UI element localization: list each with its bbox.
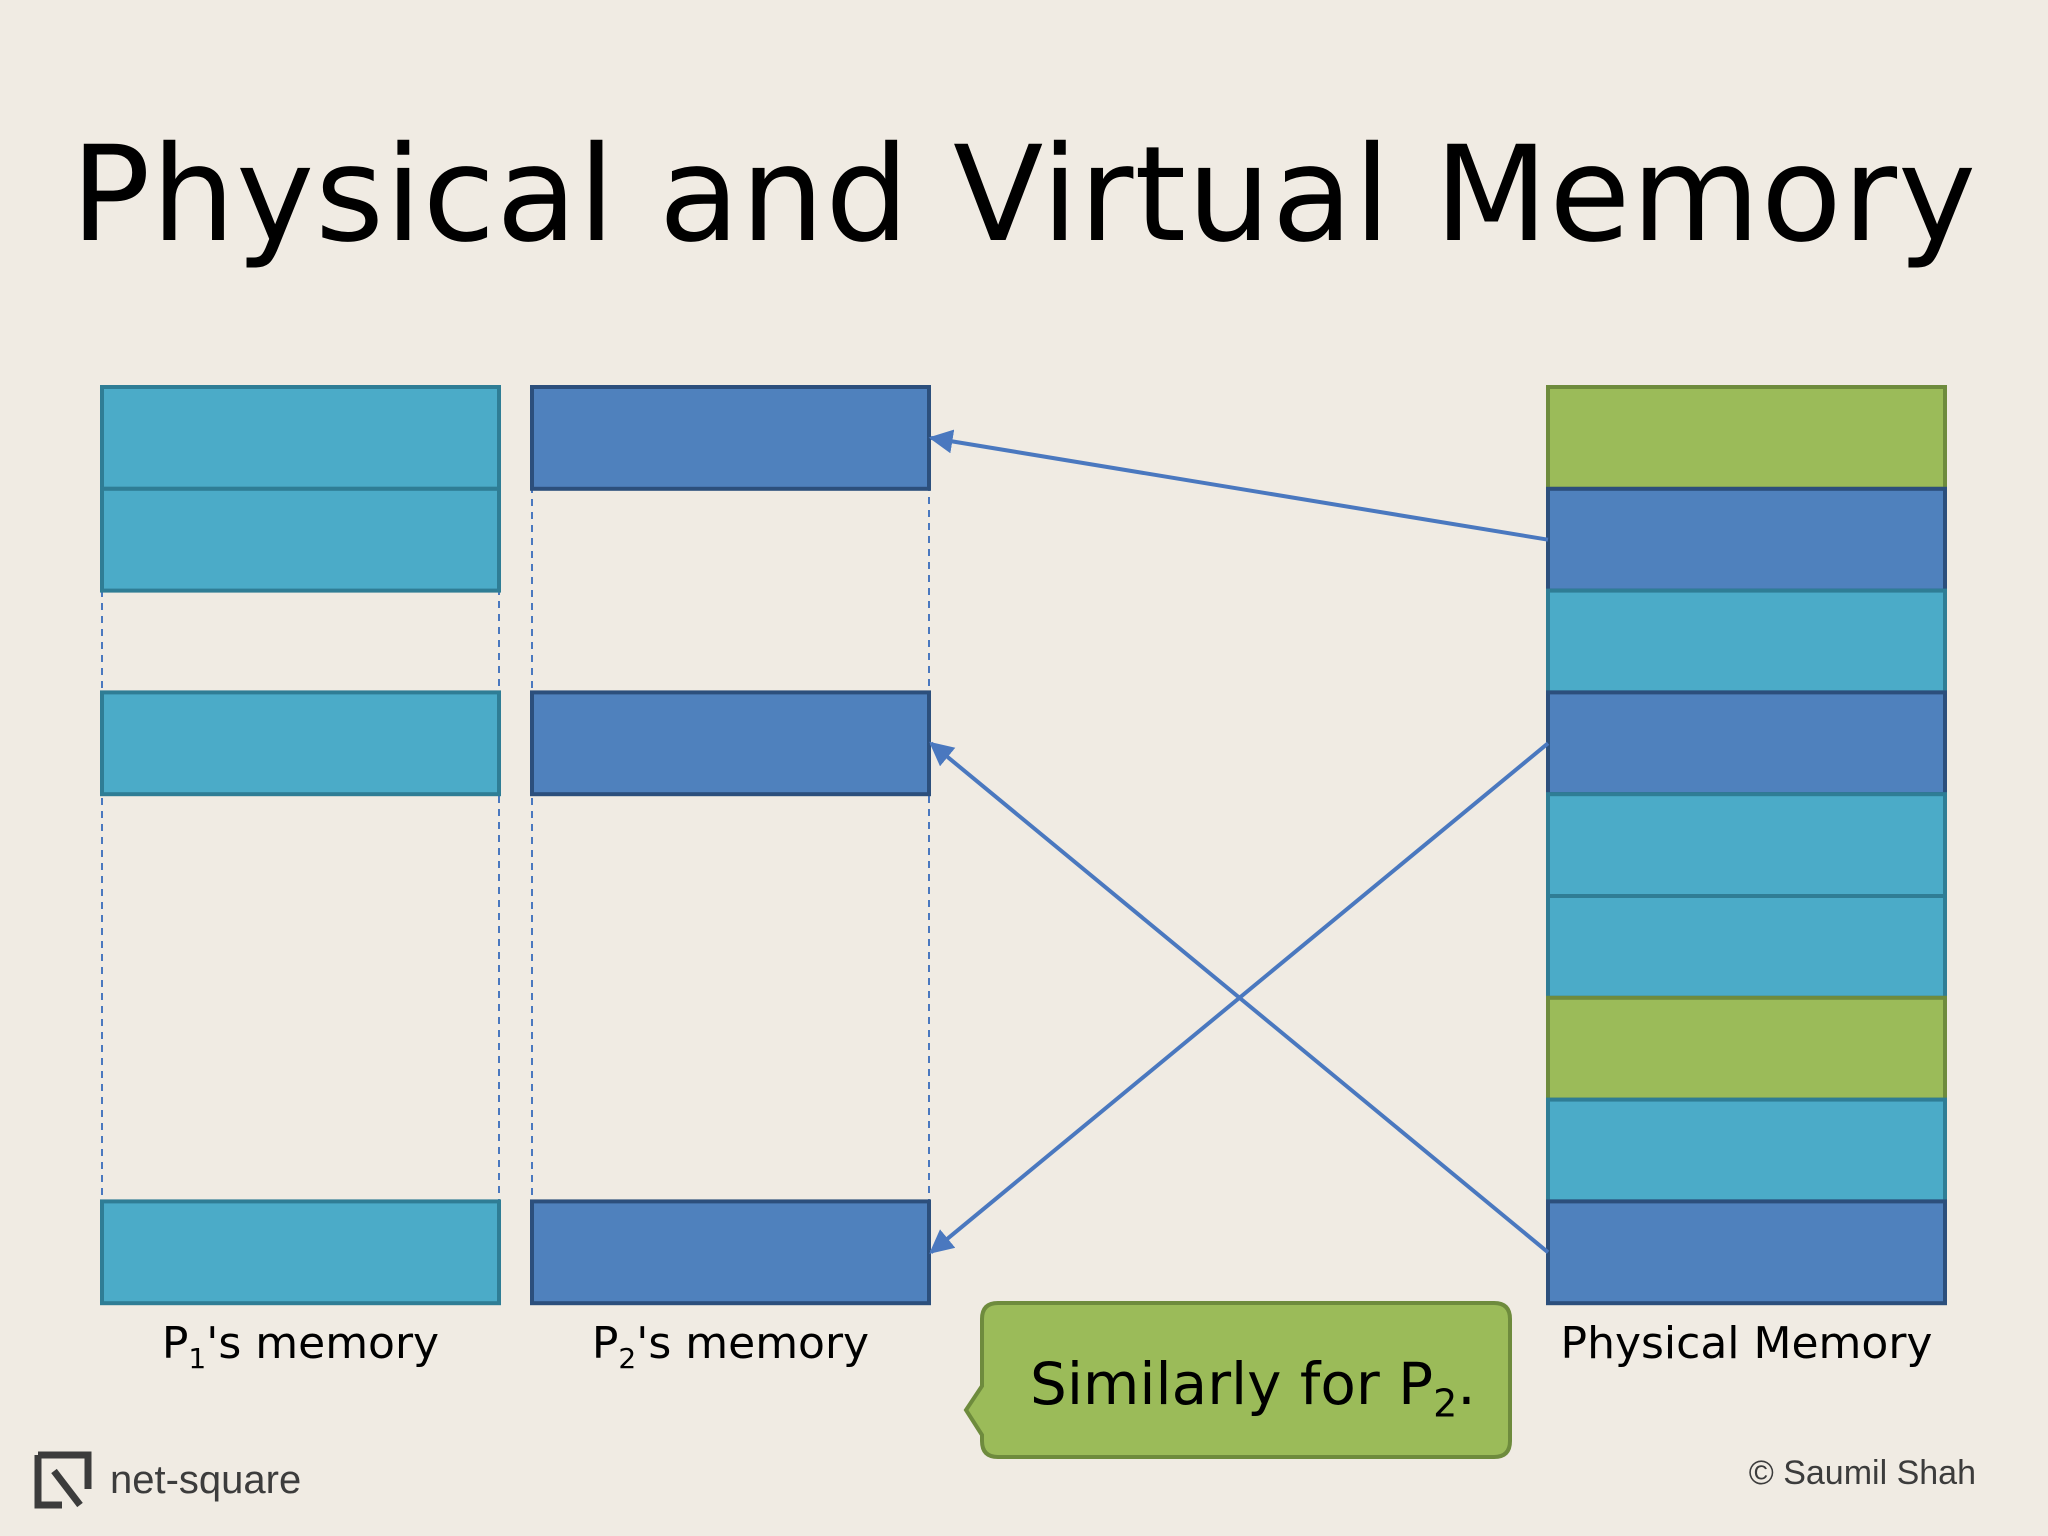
physical-memory-frame: [1546, 486, 1947, 593]
p1-memory-page: [100, 690, 501, 797]
p1-memory-blocks: [100, 385, 501, 1306]
physical-memory-blocks: [1546, 385, 1947, 1306]
physical-memory-frame: [1546, 894, 1947, 1000]
p2-memory-page: [530, 690, 931, 797]
p1-label-subscript: 1: [188, 1341, 207, 1375]
physical-memory-label: Physical Memory: [1560, 1318, 1933, 1369]
physical-memory-frame: [1546, 1097, 1947, 1204]
brand: net-square: [32, 1450, 301, 1510]
p2-label-suffix: 's memory: [636, 1318, 870, 1369]
p2-address-space-outline: [531, 386, 930, 1305]
callout-text-suffix: .: [1457, 1350, 1476, 1418]
p1-label-prefix: P: [161, 1318, 189, 1369]
physical-memory-frame: [1546, 1199, 1947, 1306]
p1-memory-page: [100, 1199, 501, 1306]
p2-memory-page: [530, 385, 931, 491]
physical-memory-frame: [1546, 385, 1947, 491]
p2-memory-blocks: [530, 385, 931, 1306]
brand-name: net-square: [110, 1457, 302, 1502]
p2-memory-label: P2's memory: [532, 1318, 929, 1375]
p2-label-subscript: 2: [618, 1341, 637, 1375]
callout-text: Similarly for P2.: [1030, 1350, 1476, 1426]
mapping-arrows: [928, 429, 1550, 1254]
copyright: © Saumil Shah: [1748, 1454, 1976, 1492]
net-square-logo-icon: [34, 1451, 92, 1509]
mapping-arrow: [928, 429, 1549, 542]
callout-bubble: [963, 1301, 1512, 1459]
p2-memory-page: [530, 1199, 931, 1306]
physical-memory-frame: [1546, 588, 1947, 695]
mapping-arrow: [929, 741, 1550, 1254]
p1-label-suffix: 's memory: [206, 1318, 440, 1369]
callout-text-subscript: 2: [1433, 1381, 1458, 1426]
p2-label-prefix: P: [591, 1318, 619, 1369]
physical-memory-frame: [1546, 995, 1947, 1102]
slide-title: Physical and Virtual Memory: [70, 118, 1978, 272]
p1-memory-label: P1's memory: [102, 1318, 499, 1375]
p1-memory-page: [100, 486, 501, 593]
callout-text-prefix: Similarly for P: [1030, 1350, 1434, 1418]
physical-memory-frame: [1546, 792, 1947, 899]
physical-memory-frame: [1546, 690, 1947, 797]
p1-memory-page: [100, 385, 501, 491]
